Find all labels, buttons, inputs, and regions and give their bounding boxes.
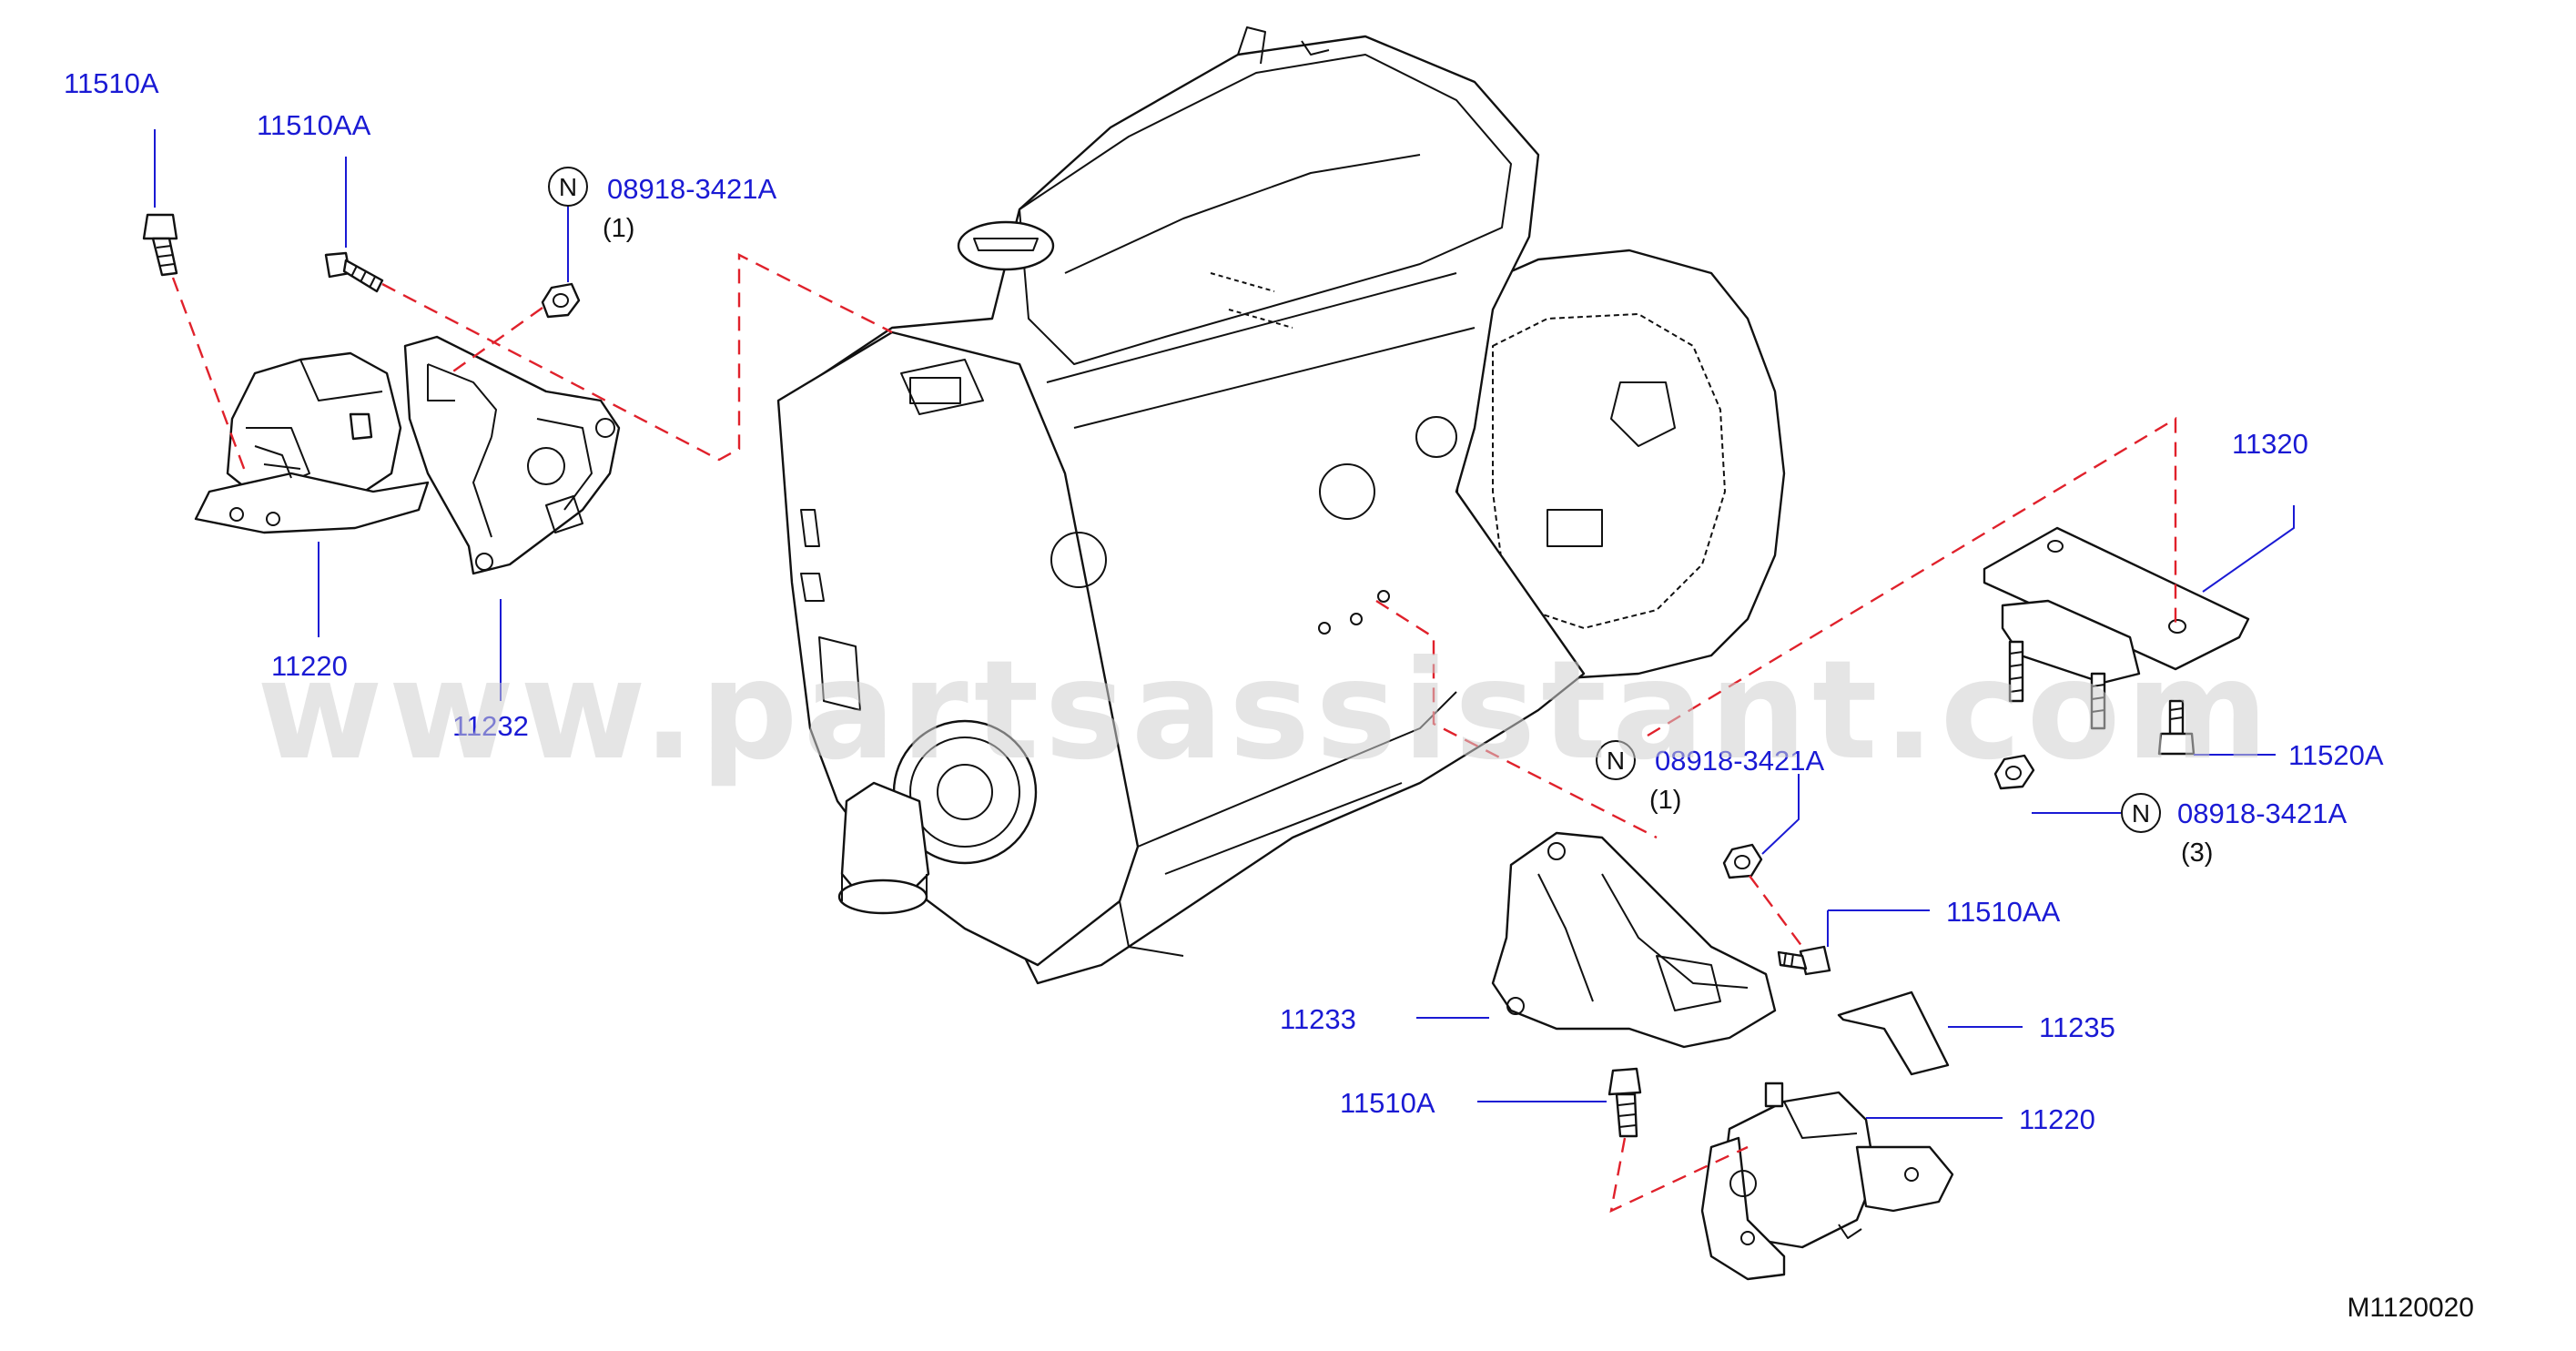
left-mount-assembly — [142, 213, 621, 575]
svg-text:N: N — [2132, 799, 2150, 828]
n-marker-3: N — [2121, 793, 2161, 833]
engine-mount-11220-right — [1700, 1082, 1954, 1281]
nut-08918-left — [541, 282, 581, 319]
bolt-11510a-left — [142, 213, 178, 277]
rear-mount-11320 — [1983, 526, 2250, 790]
callout-08918-left: 08918-3421A — [607, 173, 776, 205]
bracket-11233 — [1491, 831, 1777, 1049]
callout-11510a-right: 11510A — [1340, 1087, 1435, 1119]
diagram-code: M1120020 — [2347, 1293, 2474, 1323]
callout-11510a-left: 11510A — [64, 67, 159, 99]
callout-11220-right: 11220 — [2019, 1103, 2095, 1135]
qty-08918-left: (1) — [603, 214, 634, 243]
bolt-11510a-right — [1607, 1067, 1642, 1138]
callout-08918-right: 08918-3421A — [2177, 797, 2347, 829]
watermark: www.partsassistant.com — [257, 632, 2274, 790]
callout-11220-left: 11220 — [271, 650, 348, 682]
callout-11320: 11320 — [2232, 428, 2308, 460]
bolt-11510aa-right — [1777, 945, 1831, 976]
engine-mount-11220-left — [194, 351, 430, 534]
qty-08918-center: (1) — [1649, 786, 1681, 815]
callout-11232: 11232 — [452, 710, 529, 742]
qty-08918-right: (3) — [2181, 838, 2213, 868]
callout-11510aa-left: 11510AA — [257, 109, 371, 141]
nut-08918-right — [1722, 843, 1763, 879]
right-mount-assembly — [1491, 831, 1954, 1281]
svg-text:N: N — [559, 173, 577, 201]
n-marker-2: N — [1596, 740, 1636, 780]
callout-11520a: 11520A — [2288, 739, 2384, 771]
callout-11233: 11233 — [1280, 1003, 1356, 1035]
callout-11235: 11235 — [2039, 1011, 2115, 1043]
heat-shield-11235 — [1837, 990, 1950, 1076]
callout-leader-lines — [154, 129, 2295, 1119]
bolt-11510aa-left — [324, 251, 384, 293]
engine-assembly-drawing — [776, 26, 1786, 985]
n-marker-1: N — [548, 167, 588, 207]
bracket-11232 — [403, 335, 621, 575]
assembly-dashed-lines — [171, 253, 2177, 1214]
callout-08918-center: 08918-3421A — [1655, 745, 1824, 777]
svg-text:N: N — [1607, 747, 1625, 775]
callout-11510aa-right: 11510AA — [1946, 896, 2061, 928]
